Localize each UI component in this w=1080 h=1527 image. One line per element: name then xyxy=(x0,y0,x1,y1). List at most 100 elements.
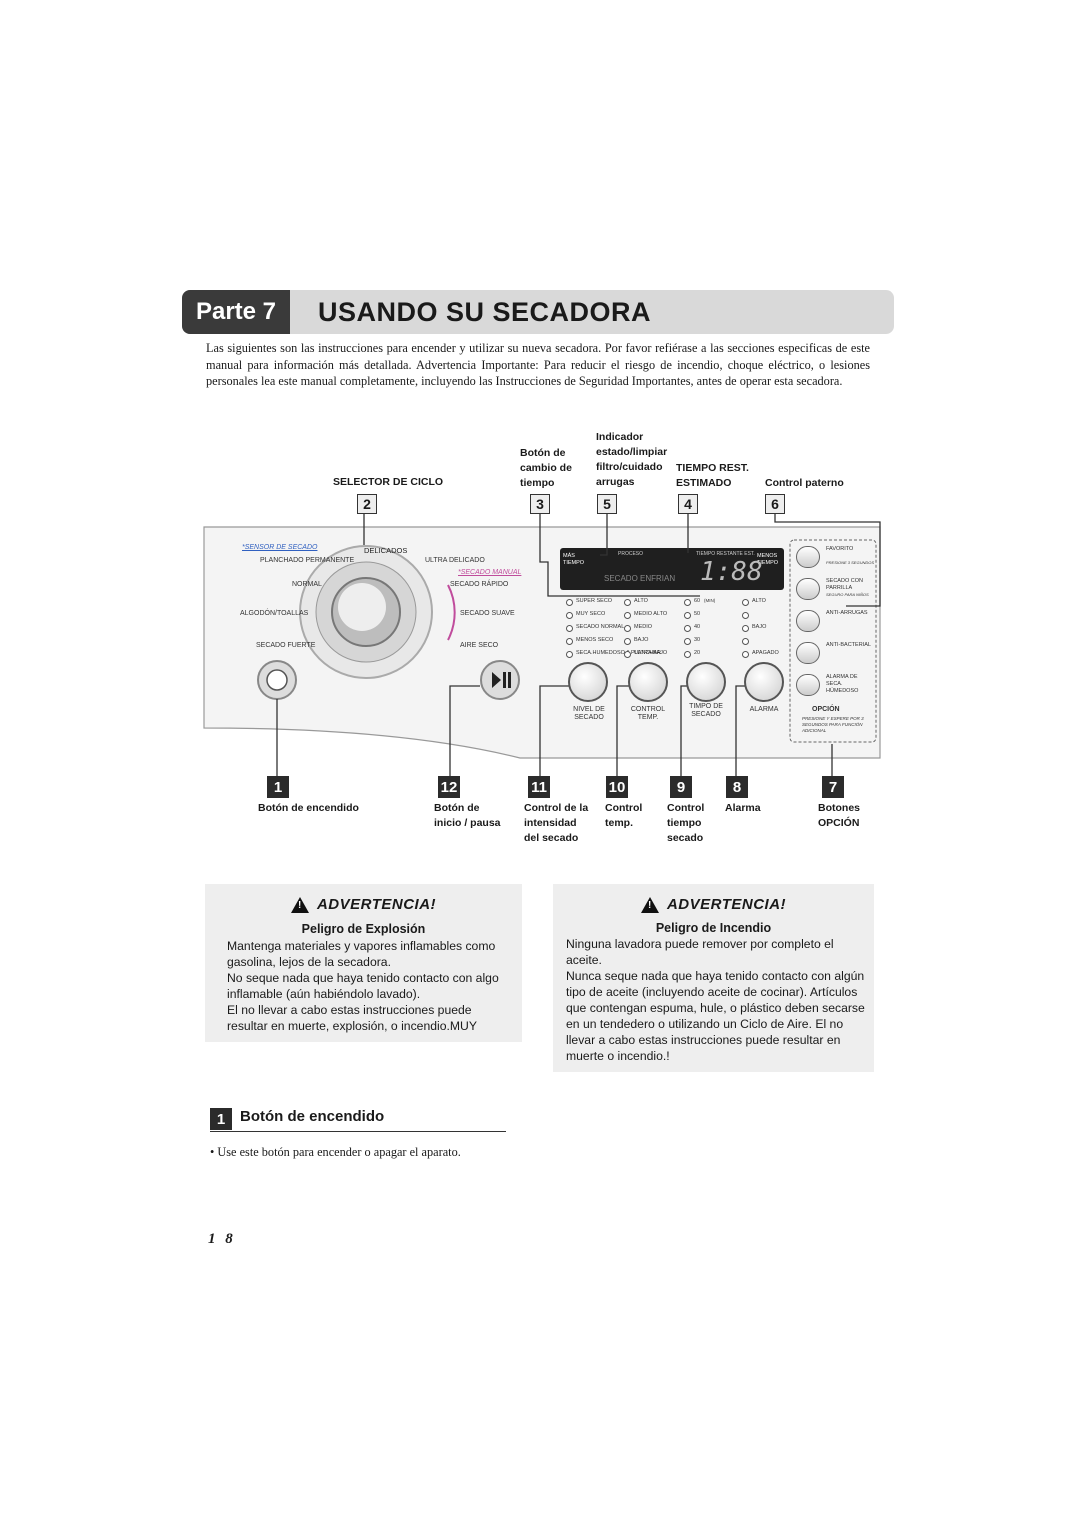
option-button[interactable] xyxy=(796,674,820,696)
indicator-grid: SUPER SECO ALTO 60 ALTO MUY SECO MEDIO ALTO 50… xyxy=(566,598,779,662)
dial-label-aire: AIRE SECO xyxy=(460,642,499,649)
indicator-led xyxy=(624,612,631,619)
intro-paragraph: Las siguientes son las instrucciones par… xyxy=(206,341,870,388)
start-pause-button[interactable] xyxy=(481,661,519,699)
indicator-led xyxy=(684,638,691,645)
option-sublabel: SEGURO PARA NIÑOS xyxy=(826,592,869,597)
dial-label-ultra: ULTRA DELICADO xyxy=(425,557,485,564)
indicator-label: MEDIO xyxy=(634,624,653,630)
warning-subtitle: Peligro de Incendio xyxy=(655,921,772,935)
panel-graphic xyxy=(203,514,881,776)
option-button[interactable] xyxy=(796,642,820,664)
warning-title: ! ADVERTENCIA! xyxy=(205,896,522,913)
display-icons-text: SECADO ENFRIAN xyxy=(604,574,676,583)
indicator-label: 60 xyxy=(694,598,701,604)
min-label: (MIN) xyxy=(704,598,716,603)
opcion-label: OPCIÓN xyxy=(812,706,840,713)
indicator-led xyxy=(684,651,691,658)
cycle-selector-dial[interactable] xyxy=(330,576,402,648)
indicator-label: MENOS SECO xyxy=(576,637,614,643)
option-label: SECADO CON PARRILLA xyxy=(826,578,863,591)
nivel-secado-knob[interactable] xyxy=(568,662,608,702)
display-digits: 1:88 xyxy=(700,557,763,587)
indicator-label: 20 xyxy=(694,650,701,656)
indicator-label: SECADO NORMAL xyxy=(576,624,625,630)
warning-box-explosion: ! ADVERTENCIA! Peligro de Explosión Mant… xyxy=(205,884,522,1042)
display-tiempo-label: TIEMPO RESTANTE EST. xyxy=(696,551,755,557)
indicator-led xyxy=(684,612,691,619)
callout-5: 5 xyxy=(597,494,617,514)
display-menos-tiempo: MENOS TIEMPO xyxy=(757,553,779,566)
knob-label-alarma: ALARMA xyxy=(749,706,779,713)
callout-1: 1 xyxy=(267,776,289,798)
knob-label-temp: CONTROL TEMP. xyxy=(630,706,666,721)
dial-label-suave: SECADO SUAVE xyxy=(460,610,515,617)
indicator-led xyxy=(742,599,749,606)
tiempo-secado-knob[interactable] xyxy=(686,662,726,702)
indicator-label: SECA.HUMEDOSO A PLANCHAR xyxy=(576,650,661,656)
option-sublabel: PRESIONE 3 SEGUNDOS xyxy=(826,560,875,565)
part-label: Parte 7 xyxy=(182,290,290,334)
warning-box-incendio: ! ADVERTENCIA! Peligro de Incendio Ningu… xyxy=(553,884,874,1072)
dial-label-fuerte: SECADO FUERTE xyxy=(256,642,316,649)
label-alarma: Alarma xyxy=(725,802,761,814)
label-tiempo-rest: TIEMPO REST.ESTIMADO xyxy=(676,462,749,489)
alarma-knob[interactable] xyxy=(744,662,784,702)
callout-9: 9 xyxy=(670,776,692,798)
option-label: ALARMA DE SECA. HÚMEDOSO xyxy=(826,674,859,694)
indicator-label: SUPER SECO xyxy=(576,598,613,604)
indicator-label: ALTO xyxy=(634,598,648,604)
dial-label-planchado: PLANCHADO PERMANENTE xyxy=(260,557,355,564)
display-mas-tiempo: MÁS TIEMPO xyxy=(563,553,585,566)
callout-11: 11 xyxy=(528,776,550,798)
callout-6: 6 xyxy=(765,494,785,514)
label-control-paterno: Control paterno xyxy=(765,477,844,489)
indicator-led xyxy=(566,612,573,619)
callout-10: 10 xyxy=(606,776,628,798)
dial-label-delicados: DELICADOS xyxy=(364,546,408,555)
warning-body: Ninguna lavadora puede remover por compl… xyxy=(566,937,865,1063)
indicator-label: MUY SECO xyxy=(576,611,606,617)
indicator-led xyxy=(624,625,631,632)
warning-body: Mantenga materiales y vapores inflamable… xyxy=(227,939,499,1033)
option-button[interactable] xyxy=(796,578,820,600)
dial-label-sensor: *SENSOR DE SECADO xyxy=(242,544,318,551)
indicator-label: MEDIO ALTO xyxy=(634,611,668,617)
control-temp-knob[interactable] xyxy=(628,662,668,702)
callout-4: 4 xyxy=(678,494,698,514)
indicator-led xyxy=(742,651,749,658)
header-bar xyxy=(182,290,894,334)
warning-title: ! ADVERTENCIA! xyxy=(553,896,874,913)
indicator-label: ALTO xyxy=(752,598,766,604)
option-label: ANTI-BACTERIAL xyxy=(826,642,871,648)
option-button[interactable] xyxy=(796,610,820,632)
power-button[interactable] xyxy=(258,661,296,699)
indicator-label: 50 xyxy=(694,611,701,617)
option-label: ANTI-ARRUGAS xyxy=(826,610,868,616)
indicator-led xyxy=(742,638,749,645)
option-button[interactable] xyxy=(796,546,820,568)
label-selector: SELECTOR DE CICLO xyxy=(333,476,444,488)
callout-12: 12 xyxy=(438,776,460,798)
warning-subtitle: Peligro de Explosión xyxy=(301,922,426,936)
callout-7: 7 xyxy=(822,776,844,798)
page-number: 1 8 xyxy=(208,1231,236,1247)
indicator-led xyxy=(684,625,691,632)
warning-icon: ! xyxy=(640,896,659,913)
indicator-led xyxy=(624,638,631,645)
indicator-led xyxy=(684,599,691,606)
dial-label-rapido: SECADO RÁPIDO xyxy=(450,581,509,588)
indicator-led xyxy=(566,599,573,606)
dial-label-manual: *SECADO MANUAL xyxy=(458,569,522,576)
indicator-label: 40 xyxy=(694,624,701,630)
indicator-led xyxy=(566,638,573,645)
section-title: Botón de encendido xyxy=(240,1108,385,1125)
indicator-led xyxy=(742,625,749,632)
indicator-label: BAJO xyxy=(752,624,767,630)
